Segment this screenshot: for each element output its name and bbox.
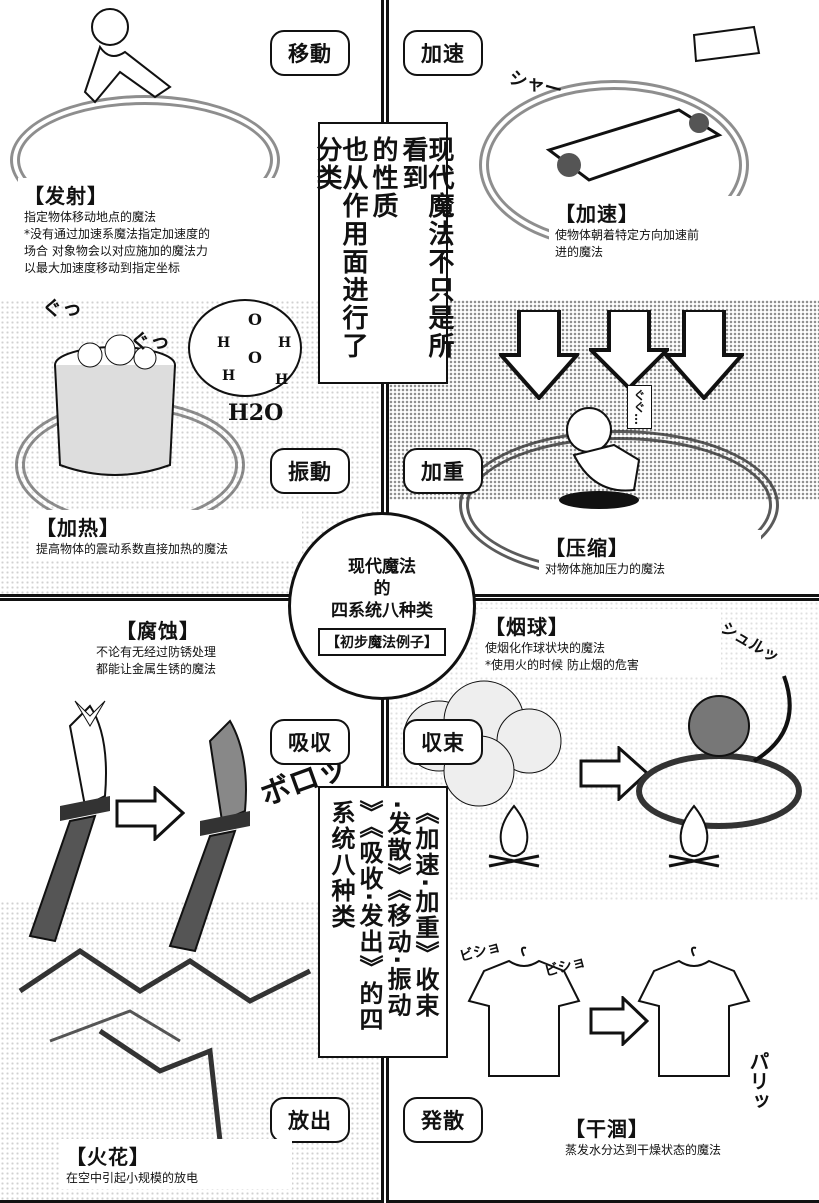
spell-title: 【烟球】 [485, 615, 569, 639]
spell-desc: 在空中引起小规模的放电 [66, 1171, 199, 1185]
narration-line: 也从作用面进行了分类 [312, 136, 368, 360]
sfx-o-1: O [248, 310, 262, 329]
narration-line: 《加速·加重》收束 [411, 800, 439, 1020]
spell-desc: 对物体施加压力的魔法 [545, 562, 666, 576]
narration-line: ·发散》《移动·振动 [383, 800, 411, 1019]
narration-line: 》《吸收·发出》的四 [355, 800, 383, 1034]
spell-desc: 提高物体的震动系数直接加热的魔法 [36, 542, 229, 556]
sfx-h-1: H [217, 335, 231, 351]
spell-smokeball: 【烟球】 使烟化作球状块的魔法 *使用火的时候 防止烟的危害 [479, 609, 721, 676]
rusted-knife-illustration [168, 719, 250, 953]
spell-spark: 【火花】 在空中引起小规模的放电 [60, 1139, 292, 1189]
campfire-icon [488, 804, 540, 868]
narration-box-bottom: 《加速·加重》收束 ·发散》《移动·振动 》《吸收·发出》的四 系统八种类 [318, 786, 448, 1058]
down-arrow-icon [589, 310, 669, 390]
panel-accel-weight: シャー ぐぐ… 加速 加重 【加速】 使物体朝着特定方向加速前 进的魔法 【压缩… [386, 0, 819, 597]
narration-box-top: 现代魔法不只是所看到 的性质 也从作用面进行了分类 [312, 122, 454, 384]
center-subtitle: 【初步魔法例子】 [318, 628, 446, 656]
sfx-press: ぐぐ… [627, 385, 652, 429]
spell-heat: 【加热】 提高物体的震动系数直接加热的魔法 [30, 510, 302, 560]
narration-line: 系统八种类 [327, 800, 355, 930]
spell-desc: 进的魔法 [555, 245, 604, 259]
sfx-pari: パリッ [746, 1051, 770, 1111]
smoke-ball-illustration [636, 675, 802, 829]
sfx-gu-1: ぐっ [42, 296, 82, 320]
spell-desc: 都能让金属生锈的魔法 [96, 662, 217, 676]
spell-desc: 使物体朝着特定方向加速前 [555, 228, 700, 242]
right-arrow-icon [589, 996, 649, 1046]
spell-accel: 【加速】 使物体朝着特定方向加速前 进的魔法 [549, 196, 771, 263]
spell-corrode: 【腐蚀】 不论有无经过防锈处理 都能让金属生锈的魔法 [90, 613, 302, 680]
center-title-line: 现代魔法 [348, 557, 416, 577]
spell-desc: 指定物体移动地点的魔法 [24, 210, 157, 224]
sfx-h-4: H [275, 372, 289, 388]
floating-person-illustration [83, 8, 172, 104]
wet-shirt-illustration [467, 946, 581, 1077]
center-title-line: 的 [373, 579, 391, 599]
down-arrow-icon [499, 310, 579, 400]
boiling-pot-illustration [54, 334, 176, 476]
spell-title: 【加热】 [36, 516, 120, 540]
treadmill-illustration [545, 108, 723, 182]
sfx-h2o: H2O [228, 400, 284, 426]
category-converge: 収束 [403, 719, 483, 765]
spell-title: 【火花】 [66, 1145, 150, 1169]
center-title-line: 四系统八种类 [331, 601, 433, 621]
spell-note: *使用火的时候 防止烟的危害 [485, 658, 639, 672]
panel-absorb-emit: ボロッ 【腐蚀】 不论有无经过防锈处理 都能让金属生锈的魔法 吸収 放出 【火花… [0, 598, 384, 1203]
right-arrow-icon [115, 786, 185, 841]
lightning-illustration [18, 947, 312, 1142]
pressed-person-illustration [559, 407, 641, 509]
spell-desc: 蒸发水分达到干燥状态的魔法 [565, 1143, 722, 1157]
spell-title: 【加速】 [555, 202, 639, 226]
category-weight: 加重 [403, 448, 483, 494]
clean-knife-illustration [28, 700, 110, 943]
spell-compress: 【压缩】 对物体施加压力的魔法 [539, 530, 761, 580]
category-absorb: 吸収 [270, 719, 350, 765]
right-arrow-icon [579, 746, 649, 801]
sfx-swish: シャー [506, 67, 565, 102]
center-title-circle: 现代魔法 的 四系统八种类 【初步魔法例子】 [288, 512, 476, 700]
spell-desc: 使烟化作球状块的魔法 [485, 641, 606, 655]
sfx-gu-2: ぐっ [130, 329, 170, 353]
sfx-o-2: O [248, 348, 262, 367]
narration-line: 现代魔法不只是所看到 [398, 136, 454, 360]
card-illustration [692, 25, 761, 63]
dry-shirt-illustration [637, 946, 751, 1077]
spell-note: *没有通过加速系魔法指定加速度的 [24, 227, 211, 241]
water-molecule-icon [188, 299, 302, 397]
spell-note: 场合 对象物会以对应施加的魔法力 [24, 244, 208, 258]
spell-desc: 不论有无经过防锈处理 [96, 645, 217, 659]
panel-converge-diffuse: シュルッ ビショ ビショ パリッ 【烟球】 使烟化作球状块的魔法 *使用火的时候… [386, 598, 819, 1203]
spell-title: 【发射】 [24, 184, 108, 208]
category-diffuse: 発散 [403, 1097, 483, 1143]
spell-dry: 【干涸】 蒸发水分达到干燥状态的魔法 [559, 1111, 801, 1161]
spell-title: 【干涸】 [565, 1117, 649, 1141]
category-emit: 放出 [270, 1097, 350, 1143]
spell-launch: 【发射】 指定物体移动地点的魔法 *没有通过加速系魔法指定加速度的 场合 对象物… [18, 178, 290, 279]
spell-title: 【腐蚀】 [116, 619, 200, 643]
narration-line: 的性质 [368, 136, 398, 220]
sfx-h-2: H [278, 335, 292, 351]
category-accel: 加速 [403, 30, 483, 76]
sfx-h-3: H [222, 368, 236, 384]
spell-title: 【压缩】 [545, 536, 629, 560]
category-vibrate: 振動 [270, 448, 350, 494]
spell-note: 以最大加速度移动到指定坐标 [24, 261, 181, 275]
campfire-icon [668, 804, 720, 868]
down-arrow-icon [664, 310, 744, 400]
category-move: 移動 [270, 30, 350, 76]
